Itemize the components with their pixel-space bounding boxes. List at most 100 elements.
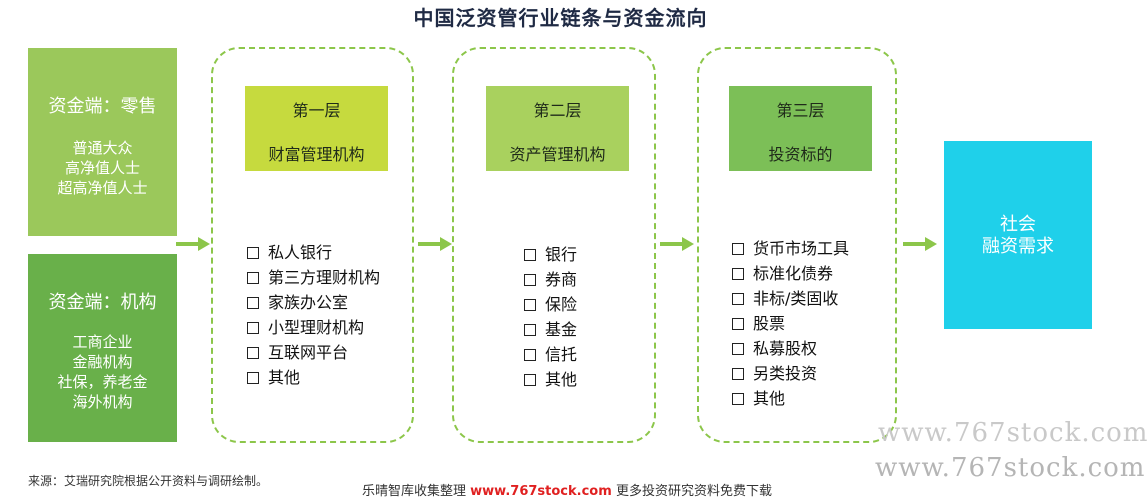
list-item: 非标/类固收: [732, 286, 849, 311]
flow-arrow-icon: [660, 237, 694, 251]
flow-arrow-icon: [903, 237, 937, 251]
list-item-label: 第三方理财机构: [268, 268, 381, 287]
checkbox-icon: [247, 371, 259, 384]
list-item-label: 小型理财机构: [268, 318, 365, 337]
list-item-label: 信托: [545, 345, 578, 364]
layer-1-name: 财富管理机构: [268, 145, 365, 164]
list-item: 其他: [732, 386, 849, 411]
layer-3-number: 第三层: [776, 101, 825, 120]
list-item: 互联网平台: [247, 340, 380, 365]
checkbox-icon: [247, 271, 259, 284]
list-item: 家族办公室: [247, 290, 380, 315]
list-item: 私募股权: [732, 336, 849, 361]
source-box-retail: 资金端：零售 普通大众 高净值人士 超高净值人士: [28, 48, 177, 236]
checkbox-icon: [524, 373, 536, 386]
list-item: 标准化债券: [732, 261, 849, 286]
list-item-label: 货币市场工具: [753, 239, 850, 258]
checkbox-icon: [247, 321, 259, 334]
checkbox-icon: [524, 298, 536, 311]
list-item: 其他: [247, 365, 380, 390]
checkbox-icon: [732, 267, 744, 280]
list-item: 基金: [524, 317, 577, 342]
layer-2-number: 第二层: [533, 101, 582, 120]
checkbox-icon: [732, 317, 744, 330]
list-item-label: 非标/类固收: [753, 289, 839, 308]
layer-3-list: 货币市场工具 标准化债券 非标/类固收 股票 私募股权 另类投资 其他: [732, 236, 849, 411]
list-item: 保险: [524, 292, 577, 317]
watermark: www.767stock.com: [875, 453, 1146, 483]
list-item: 私人银行: [247, 240, 380, 265]
layer-1-list: 私人银行 第三方理财机构 家族办公室 小型理财机构 互联网平台 其他: [247, 240, 380, 390]
source-retail-item: 超高净值人士: [57, 179, 148, 197]
checkbox-icon: [524, 348, 536, 361]
social-financing-demand-box: 社会 融资需求: [944, 141, 1092, 329]
layer-1-heading-box: 第一层 财富管理机构: [245, 86, 388, 171]
list-item-label: 其他: [545, 370, 578, 389]
footer-url: www.767stock.com: [470, 484, 612, 499]
list-item-label: 其他: [268, 368, 301, 387]
demand-line-2: 融资需求: [982, 236, 1054, 257]
source-box-institution: 资金端：机构 工商企业 金融机构 社保，养老金 海外机构: [28, 254, 177, 442]
checkbox-icon: [732, 242, 744, 255]
layer-3-container: [697, 47, 897, 443]
source-retail-items: 普通大众 高净值人士 超高净值人士: [28, 138, 177, 198]
source-institution-item: 海外机构: [72, 393, 133, 411]
source-institution-item: 金融机构: [72, 353, 133, 371]
list-item: 第三方理财机构: [247, 265, 380, 290]
list-item-label: 基金: [545, 320, 578, 339]
layer-2-name: 资产管理机构: [509, 145, 606, 164]
checkbox-icon: [524, 273, 536, 286]
list-item-label: 保险: [545, 295, 578, 314]
flow-arrow-icon: [176, 237, 210, 251]
list-item-label: 券商: [545, 270, 578, 289]
list-item-label: 私募股权: [753, 339, 818, 358]
footer-suffix: 更多投资研究资料免费下载: [615, 484, 772, 499]
list-item: 券商: [524, 267, 577, 292]
checkbox-icon: [732, 392, 744, 405]
demand-line-1: 社会: [1000, 214, 1036, 235]
source-retail-item: 高净值人士: [64, 159, 140, 177]
watermark: www.767stock.com: [878, 418, 1148, 448]
layer-2-heading-box: 第二层 资产管理机构: [486, 86, 629, 171]
list-item: 其他: [524, 367, 577, 392]
footer-note: 乐晴智库收集整理 www.767stock.com 更多投资研究资料免费下载: [362, 480, 772, 499]
list-item-label: 股票: [753, 314, 786, 333]
checkbox-icon: [732, 367, 744, 380]
source-institution-item: 工商企业: [72, 333, 133, 351]
list-item: 小型理财机构: [247, 315, 380, 340]
flow-arrow-icon: [418, 237, 452, 251]
list-item: 股票: [732, 311, 849, 336]
list-item: 货币市场工具: [732, 236, 849, 261]
list-item: 银行: [524, 242, 577, 267]
source-institution-item: 社保，养老金: [57, 373, 148, 391]
list-item-label: 银行: [545, 245, 578, 264]
diagram-title: 中国泛资管行业链条与资金流向: [413, 6, 708, 30]
layer-2-list: 银行 券商 保险 基金 信托 其他: [524, 242, 577, 392]
layer-1-number: 第一层: [292, 101, 341, 120]
list-item-label: 互联网平台: [268, 343, 349, 362]
source-retail-item: 普通大众: [72, 139, 133, 157]
checkbox-icon: [247, 246, 259, 259]
list-item-label: 另类投资: [753, 364, 818, 383]
footer-prefix: 乐晴智库收集整理: [362, 484, 467, 499]
checkbox-icon: [524, 248, 536, 261]
checkbox-icon: [524, 323, 536, 336]
list-item: 信托: [524, 342, 577, 367]
checkbox-icon: [247, 296, 259, 309]
checkbox-icon: [732, 292, 744, 305]
layer-3-name: 投资标的: [768, 145, 833, 164]
source-institution-heading: 资金端：机构: [48, 292, 157, 313]
list-item-label: 私人银行: [268, 243, 333, 262]
source-retail-heading: 资金端：零售: [48, 96, 157, 117]
layer-1-container: [211, 47, 414, 443]
source-note: 来源：艾瑞研究院根据公开资料与调研绘制。: [28, 474, 269, 488]
list-item-label: 其他: [753, 389, 786, 408]
checkbox-icon: [732, 342, 744, 355]
list-item-label: 家族办公室: [268, 293, 349, 312]
layer-3-heading-box: 第三层 投资标的: [729, 86, 872, 171]
layer-2-container: [452, 47, 656, 443]
source-institution-items: 工商企业 金融机构 社保，养老金 海外机构: [28, 332, 177, 412]
list-item-label: 标准化债券: [753, 264, 834, 283]
checkbox-icon: [247, 346, 259, 359]
list-item: 另类投资: [732, 361, 849, 386]
